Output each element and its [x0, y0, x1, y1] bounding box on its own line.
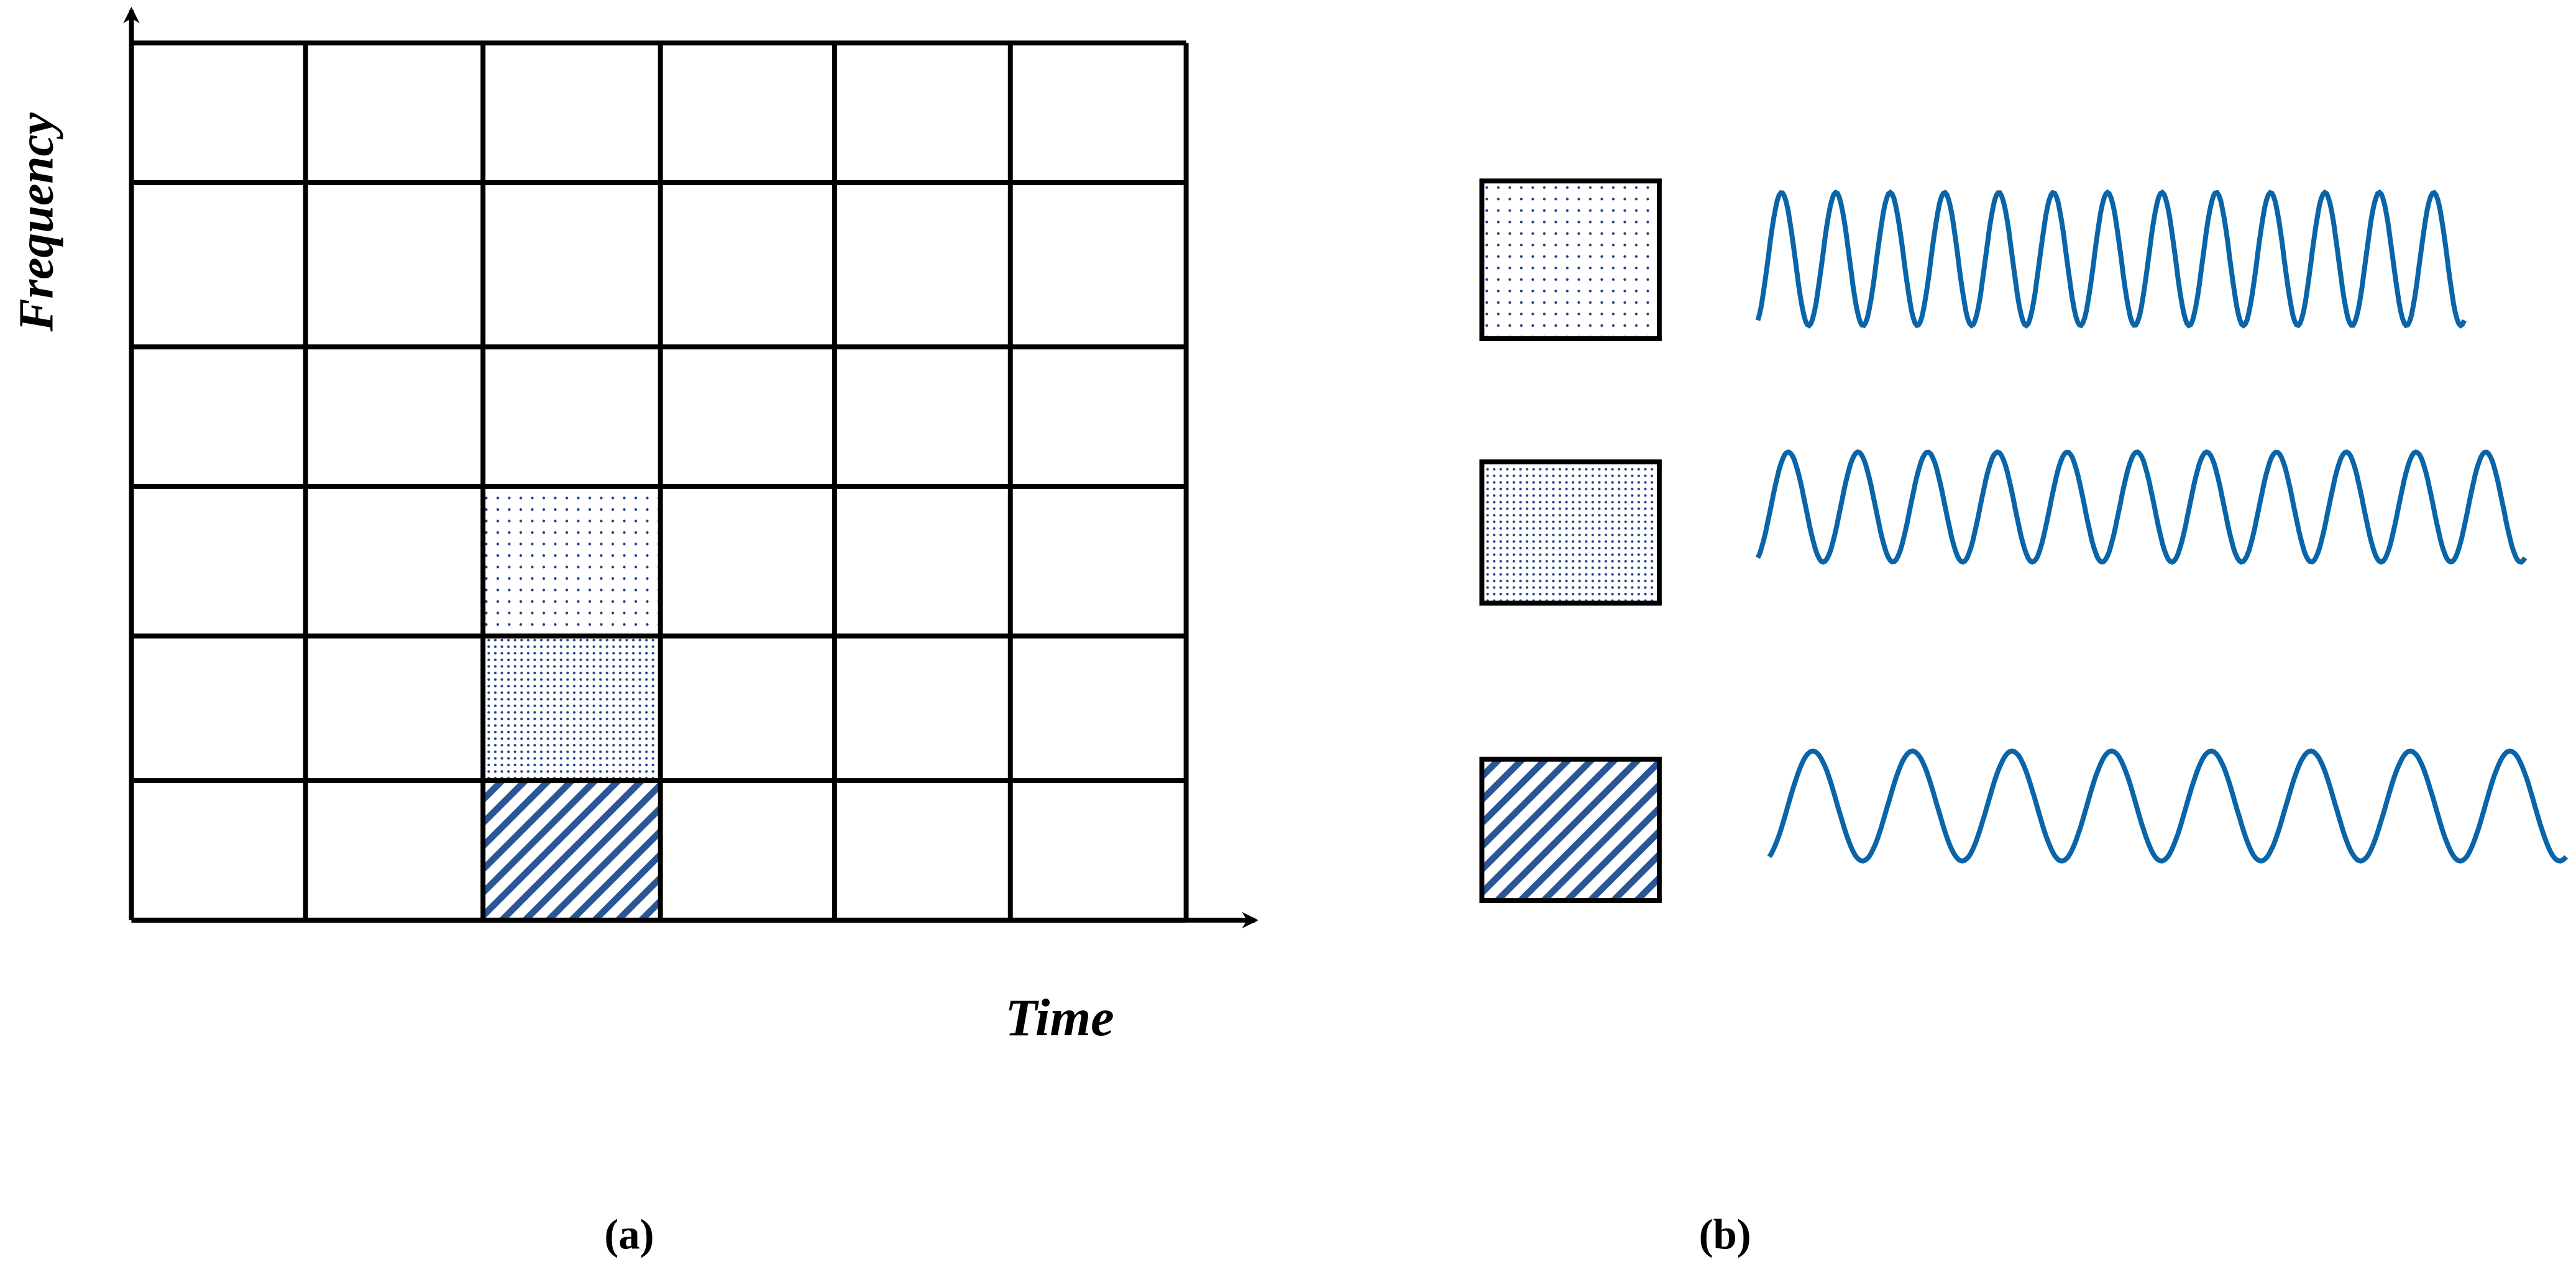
caption-b: (b): [1699, 1211, 1751, 1258]
caption-a: (a): [604, 1211, 654, 1258]
time-frequency-grid: [129, 40, 1189, 923]
legend-wave-dense-dots: [1755, 449, 2528, 565]
legend-wave-diagonal-stripes: [1767, 748, 2569, 864]
highlighted-cell-diagonal-stripes: [483, 780, 661, 920]
legend-wave-sparse-dots: [1755, 189, 2467, 329]
y-axis-label: Frequency: [9, 112, 64, 332]
legend-swatch-dense-dots: [1479, 459, 1662, 606]
x-axis-label: Time: [1005, 989, 1114, 1047]
legend: [1479, 178, 2569, 904]
legend-swatch-sparse-dots: [1479, 178, 1662, 341]
highlighted-cell-dense-dots: [483, 636, 661, 781]
legend-swatch-diagonal-stripes: [1479, 756, 1662, 904]
highlighted-cell-sparse-dots: [483, 486, 661, 636]
